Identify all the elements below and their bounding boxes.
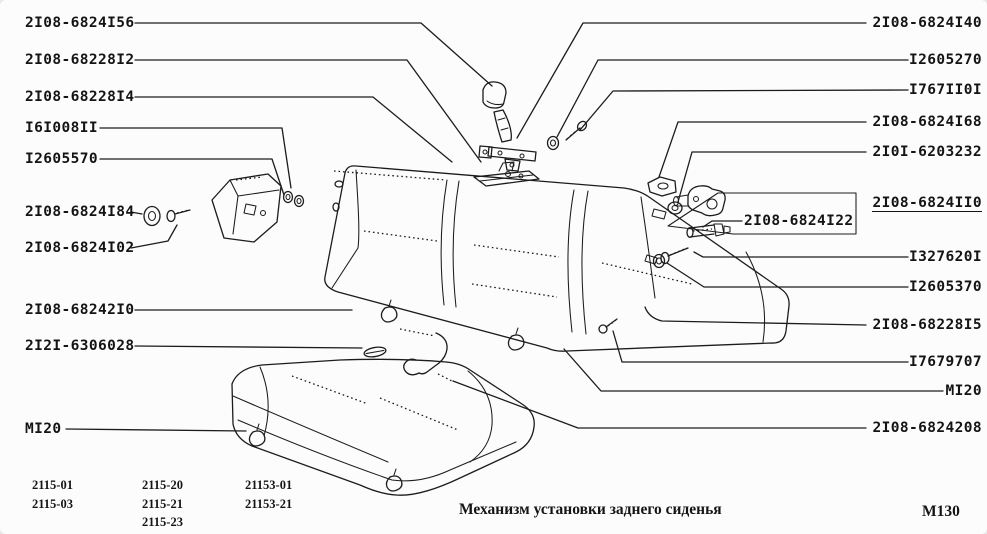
part-label: 2I08-6824208 bbox=[872, 420, 982, 436]
washer-top bbox=[546, 135, 560, 151]
grommet-left bbox=[143, 205, 161, 227]
part-label: I7679707 bbox=[908, 354, 982, 370]
figure-code: М130 bbox=[922, 503, 960, 520]
part-label: 2I08-68228I2 bbox=[25, 52, 135, 68]
variant-col1-row1: 2115-01 bbox=[32, 478, 73, 492]
wire-handle bbox=[399, 328, 448, 376]
variant-col3-row2: 21153-21 bbox=[245, 497, 293, 511]
bolt-top bbox=[565, 120, 588, 141]
part-label: I2605270 bbox=[908, 52, 982, 68]
page-caption: Механизм установки заднего сиденья bbox=[459, 501, 722, 518]
bolt-left bbox=[166, 209, 191, 223]
part-label: I6I008II bbox=[25, 120, 99, 136]
part-label: 2I08-6824I68 bbox=[872, 114, 982, 130]
part-label: I2605370 bbox=[908, 279, 982, 295]
part-label: 2I08-6824I84 bbox=[25, 204, 135, 220]
variant-col2-row1: 2115-20 bbox=[142, 478, 183, 492]
latch-handle-assembly bbox=[478, 81, 537, 178]
part-label: I767II0I bbox=[908, 82, 982, 98]
group-bracket bbox=[667, 192, 857, 235]
washers-left bbox=[282, 190, 305, 208]
bolt-backrest-right bbox=[598, 318, 618, 334]
lock-bracket-left bbox=[211, 173, 282, 243]
part-label: МI20 bbox=[945, 383, 982, 399]
seat-cushion bbox=[231, 358, 535, 496]
part-label: 2I08-6824I02 bbox=[25, 240, 135, 256]
oval-pin bbox=[363, 346, 387, 358]
part-label-highlight: 2I08-6824II0 bbox=[872, 195, 982, 212]
part-label: 2I2I-6306028 bbox=[25, 338, 135, 354]
boxed-part-label: 2I08-6824I22 bbox=[744, 213, 854, 229]
cushion-pin bbox=[437, 373, 453, 382]
part-label: I2605570 bbox=[25, 151, 99, 167]
part-label: 2I08-6824I56 bbox=[25, 15, 135, 31]
leader-lines bbox=[65, 22, 944, 432]
variant-col3-row1: 21153-01 bbox=[245, 478, 293, 492]
part-label: МI20 bbox=[25, 421, 62, 437]
underlined-part-number: 2I08-6824II0 bbox=[872, 195, 982, 212]
variant-col1-row2: 2115-03 bbox=[32, 497, 73, 511]
part-label: 2I08-6824I40 bbox=[872, 15, 982, 31]
variant-col2-row2: 2115-21 bbox=[142, 497, 183, 511]
part-label: 2I0I-6203232 bbox=[872, 144, 982, 160]
striker-assembly-right bbox=[647, 176, 731, 269]
part-label: 2I08-68228I4 bbox=[25, 89, 135, 105]
part-label: 2I08-68242I0 bbox=[25, 302, 135, 318]
part-label: 2I08-68228I5 bbox=[872, 317, 982, 333]
variant-col2-row3: 2115-23 bbox=[142, 515, 183, 529]
part-label: I327620I bbox=[908, 249, 982, 265]
